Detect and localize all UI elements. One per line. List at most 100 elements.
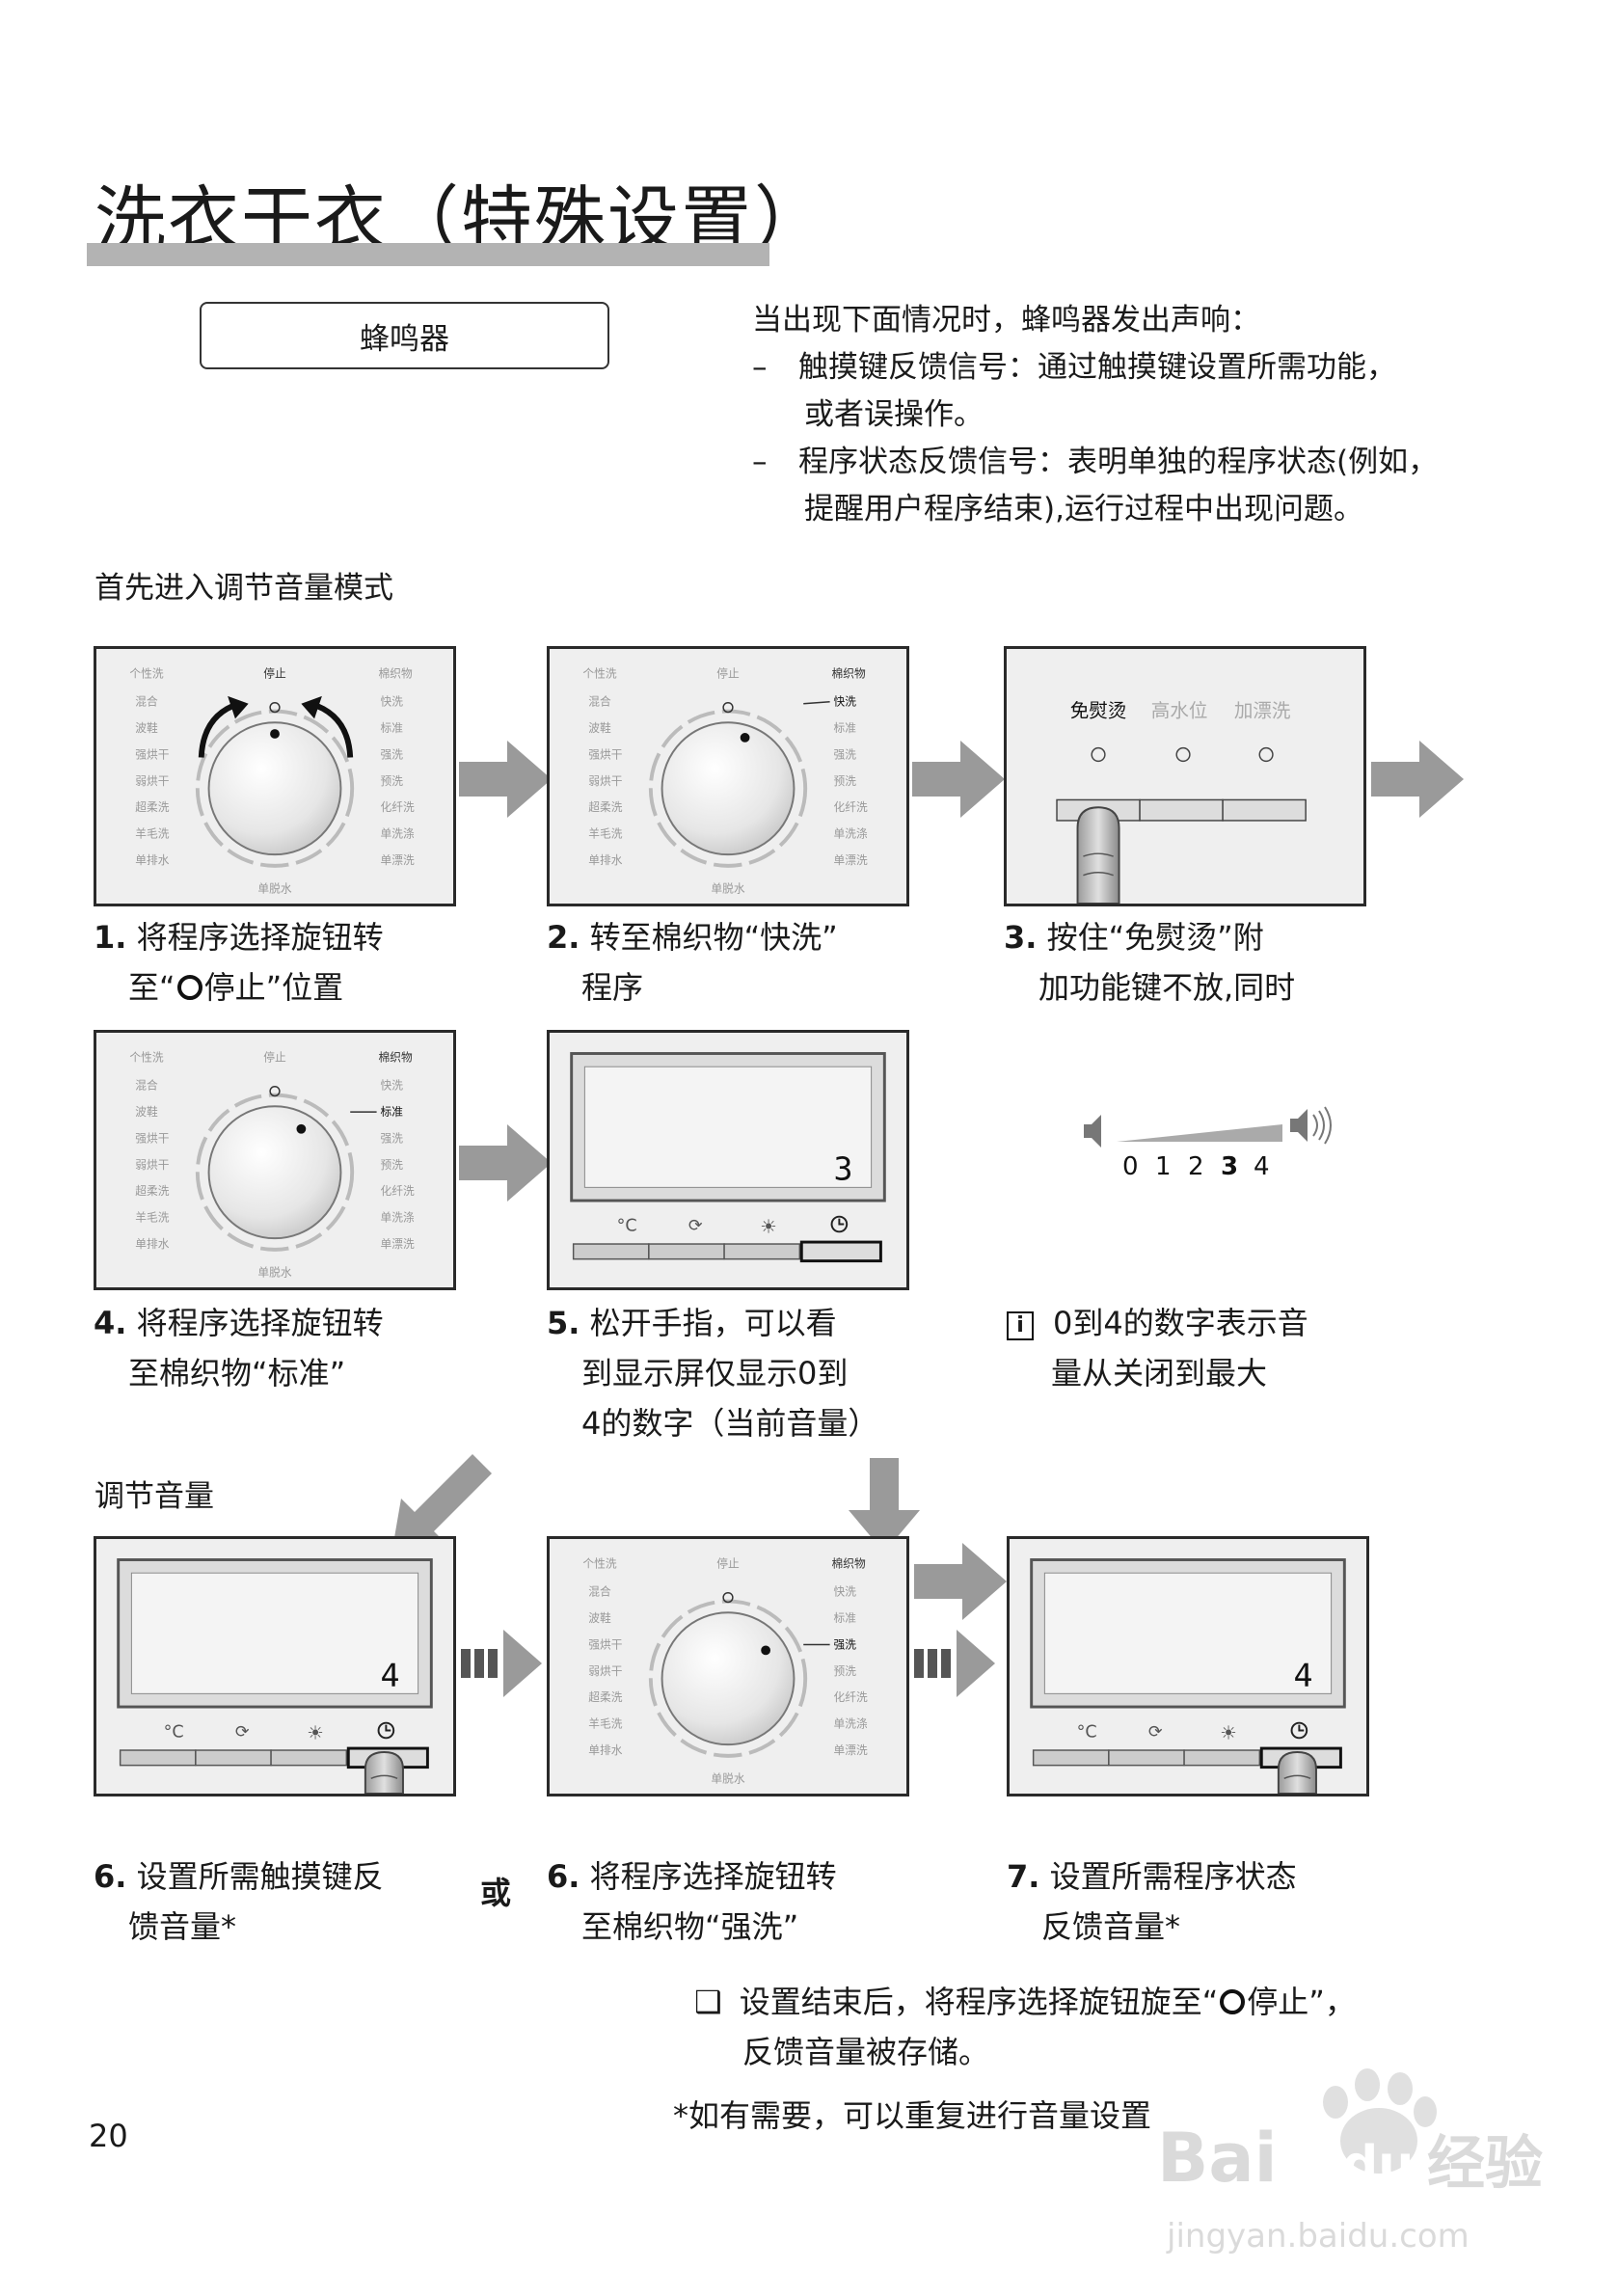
- dial-label: 棉织物: [379, 1050, 413, 1064]
- option-label: 加漂洗: [1234, 699, 1291, 721]
- timer-key[interactable]: [799, 1240, 882, 1263]
- caption-text: 转至棉织物“快洗”: [589, 919, 838, 956]
- caption-text: 设置所需触摸键反: [136, 1858, 384, 1895]
- dial-label: 超柔洗: [135, 1184, 169, 1198]
- speaker-mute-icon: [1084, 1115, 1101, 1148]
- knob-pointer: [270, 729, 280, 739]
- dial-label: 混合: [588, 695, 611, 709]
- end-note: ❑设置结束后，将程序选择旋钮旋至“停止”， 反馈音量被存储。: [694, 1977, 1356, 2077]
- dial-label: 停止: [263, 1050, 286, 1064]
- dial-panel-step4: 个性洗 停止 棉织物 混合 波鞋 强烘干 弱烘干 超柔洗 羊毛洗 单排水 快洗 …: [94, 1030, 456, 1290]
- knob[interactable]: [207, 1105, 342, 1240]
- step-number: 6.: [547, 1858, 580, 1895]
- stop-indicator-icon: [722, 702, 734, 714]
- knob[interactable]: [661, 1611, 796, 1746]
- function-key[interactable]: [648, 1243, 725, 1260]
- caption-text: 0到4的数字表示音: [1053, 1305, 1308, 1341]
- dial-label: 快洗: [381, 695, 404, 709]
- dial-label: 单脱水: [711, 881, 744, 895]
- function-key[interactable]: [723, 1243, 801, 1260]
- volume-digit: 4: [1294, 1657, 1313, 1694]
- dial-panel-step2: 个性洗 停止 棉织物 混合 波鞋 强烘干 弱烘干 超柔洗 羊毛洗 单排水 快洗 …: [547, 646, 909, 906]
- stop-indicator-icon: [269, 702, 281, 714]
- dial-label: 快洗: [381, 1079, 404, 1093]
- function-key[interactable]: [1183, 1749, 1261, 1767]
- dashed-arrow-icon: [461, 1630, 542, 1697]
- function-key[interactable]: [1108, 1749, 1185, 1767]
- dial-label: 超柔洗: [588, 1690, 622, 1704]
- finger-icon: [1277, 1750, 1317, 1794]
- dial-label: 波鞋: [135, 721, 158, 735]
- knob[interactable]: [207, 721, 342, 856]
- knob[interactable]: [661, 721, 796, 856]
- dial-label: 单排水: [135, 1237, 169, 1251]
- page-number: 20: [89, 2118, 128, 2154]
- option-key[interactable]: [1222, 798, 1307, 822]
- step-caption: 6. 将程序选择旋钮转 至棉织物“强洗”: [547, 1851, 837, 1952]
- caption-text: 将程序选择旋钮转: [589, 1858, 837, 1895]
- down-arrow-icon: [849, 1458, 920, 1553]
- dashed-arrow-icon: [914, 1630, 995, 1697]
- function-key[interactable]: [572, 1243, 650, 1260]
- caption-text: 到显示屏仅显示0到: [581, 1355, 849, 1391]
- volume-level: 2: [1188, 1152, 1204, 1180]
- dial-label: 羊毛洗: [135, 1211, 169, 1225]
- watermark-brand: Bai: [1157, 2119, 1278, 2198]
- finger-icon: [1076, 806, 1120, 904]
- dial-label: 棉织物: [832, 1556, 866, 1570]
- dial-label: 停止: [263, 666, 286, 680]
- sun-icon: ☀: [1220, 1721, 1237, 1743]
- spin-icon: ⟳: [1148, 1722, 1163, 1742]
- dial-label: 波鞋: [588, 721, 611, 735]
- knob-pointer: [296, 1123, 307, 1134]
- watermark-logo: Bai du 经验 jingyan.baidu.com: [1157, 2068, 1543, 2255]
- intro-item: 触摸键反馈信号：通过触摸键设置所需功能，: [798, 350, 1396, 385]
- led-indicator: [1175, 746, 1191, 763]
- program-dial: 个性洗 停止 棉织物 混合 波鞋 强烘干 弱烘干 超柔洗 羊毛洗 单排水 快洗 …: [582, 666, 868, 895]
- dial-label: 超柔洗: [588, 800, 622, 814]
- dial-label: 个性洗: [582, 1556, 616, 1570]
- dial-label: 强烘干: [588, 747, 622, 761]
- function-key[interactable]: [270, 1749, 348, 1767]
- dial-label: 预洗: [381, 774, 404, 788]
- caption-text: 量从关闭到最大: [1051, 1355, 1268, 1391]
- dial-label: 单洗涤: [381, 1211, 415, 1225]
- function-key[interactable]: [195, 1749, 272, 1767]
- dial-label: 波鞋: [135, 1105, 158, 1119]
- intro-item: 提醒用户程序结束),运行过程中出现问题。: [804, 492, 1363, 527]
- intro-item: 程序状态反馈信号：表明单独的程序状态(例如，: [798, 445, 1439, 479]
- speaker-loud-icon: [1290, 1106, 1332, 1145]
- step-number: 7.: [1007, 1858, 1040, 1895]
- note-text: 停止”，: [1247, 1984, 1356, 2020]
- caption-text: 至棉织物“强洗”: [581, 1908, 799, 1945]
- clock-icon: [377, 1721, 395, 1740]
- function-key[interactable]: [119, 1749, 197, 1767]
- step-caption: 6. 设置所需触摸键反 馈音量*: [94, 1851, 384, 1952]
- temperature-icon: °C: [617, 1216, 637, 1235]
- caption-text: 4的数字（当前音量）: [581, 1405, 879, 1442]
- option-keys: 免熨烫 高水位 加漂洗: [1056, 699, 1307, 904]
- dial-label: 弱烘干: [588, 774, 622, 788]
- lcd-display: 3 °C ⟳ ☀: [570, 1052, 886, 1263]
- step-caption: 4. 将程序选择旋钮转 至棉织物“标准”: [94, 1298, 384, 1398]
- dial-label: 弱烘干: [135, 774, 169, 788]
- option-label: 高水位: [1151, 699, 1208, 721]
- or-label: 或: [480, 1875, 512, 1911]
- step-caption: 7. 设置所需程序状态 反馈音量*: [1007, 1851, 1297, 1952]
- lcd-display: 4 °C ⟳ ☀: [117, 1558, 433, 1794]
- section-heading-adjust-volume: 调节音量: [94, 1479, 214, 1514]
- step-number: 3.: [1004, 919, 1038, 956]
- step-caption: 3. 按住“免熨烫”附 加功能键不放,同时: [1004, 912, 1295, 1013]
- dial-label: 单漂洗: [381, 853, 415, 867]
- dial-label: 快洗: [834, 1585, 857, 1599]
- program-dial: 个性洗 停止 棉织物 混合 波鞋 强烘干 弱烘干 超柔洗 羊毛洗 单排水 快洗 …: [129, 666, 415, 895]
- buzzer-label: 蜂鸣器: [360, 321, 449, 357]
- stop-indicator-icon: [722, 1592, 734, 1604]
- option-key[interactable]: [1139, 798, 1224, 822]
- stop-indicator-icon: [269, 1086, 281, 1097]
- volume-scale: 0 1 2 3 4: [1084, 1106, 1332, 1180]
- temperature-icon: °C: [164, 1722, 184, 1742]
- dial-label: 羊毛洗: [135, 827, 169, 841]
- function-key[interactable]: [1032, 1749, 1110, 1767]
- repeat-note: *如有需要，可以重复进行音量设置: [673, 2097, 1152, 2134]
